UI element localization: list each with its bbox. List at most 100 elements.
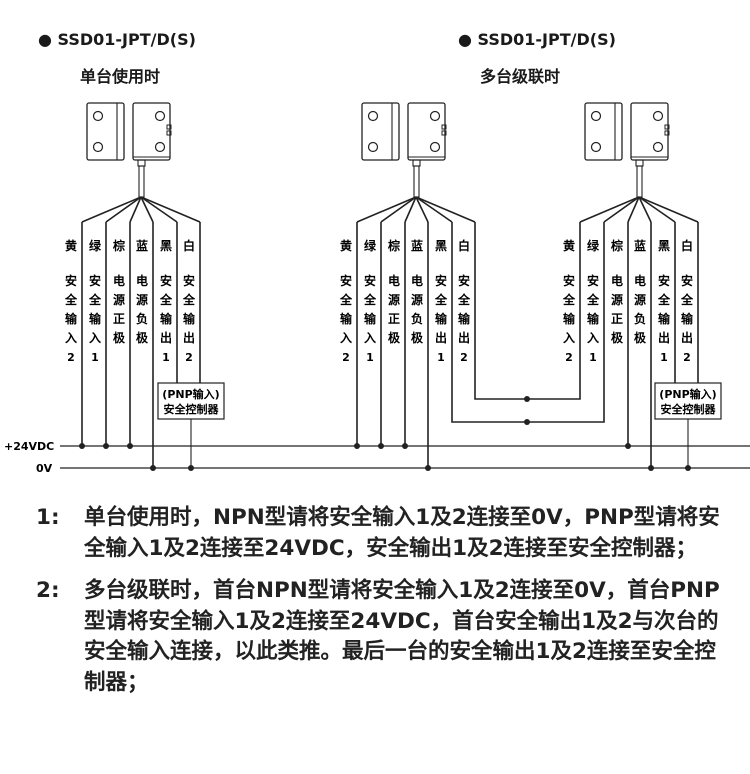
wire-function-label: 输 xyxy=(563,311,576,326)
junction-dot xyxy=(378,443,384,449)
wire-fan xyxy=(129,196,142,223)
screw-hole-icon xyxy=(429,110,441,122)
wire-function-label: 电 xyxy=(411,273,423,288)
junction-dot xyxy=(685,465,691,471)
wire-function-label: 安 xyxy=(183,273,195,288)
wire-function-label: 出 xyxy=(435,330,447,345)
wire-function-label: 输 xyxy=(658,311,671,326)
wire-function-label: 输 xyxy=(681,311,694,326)
wire-number-label: 1 xyxy=(660,351,668,364)
wire-function-label: 入 xyxy=(65,331,77,345)
wire-function-label: 输 xyxy=(435,311,448,326)
junction-dot xyxy=(625,443,631,449)
screw-hole-icon xyxy=(92,110,104,122)
wire-function-label: 全 xyxy=(88,292,102,307)
wire-function-label: 负 xyxy=(136,311,148,326)
wire-function-label: 安 xyxy=(89,273,101,288)
wire-function-label: 全 xyxy=(457,292,471,307)
wire-function-label: 电 xyxy=(611,273,623,288)
magnet-actuator xyxy=(361,102,400,161)
wire-function-label: 安 xyxy=(658,273,670,288)
wire-function-label: 极 xyxy=(113,330,126,345)
junction-dot xyxy=(425,465,431,471)
led-indicator xyxy=(664,124,670,130)
screw-hole-icon xyxy=(92,141,104,153)
junction-dot xyxy=(648,465,654,471)
wire-function-label: 全 xyxy=(64,292,78,307)
wire-color-label: 棕 xyxy=(112,238,125,253)
note-number: 1: xyxy=(36,505,60,530)
controller-label-line1: (PNP输入) xyxy=(162,387,219,401)
wire-function-label: 输 xyxy=(183,311,196,326)
screw-hole-icon xyxy=(652,110,664,122)
wire-fan xyxy=(415,196,476,223)
wire-color-label: 棕 xyxy=(387,238,400,253)
model-label: SSD01-JPT/D(S) xyxy=(477,30,616,49)
junction-dot xyxy=(524,396,530,402)
wire-fan xyxy=(81,196,142,223)
note-text: 多台级联时，首台NPN型请将安全输入1及2连接至0V，首台PNP型请将安全输入1… xyxy=(84,578,720,695)
wire-function-label: 极 xyxy=(611,330,624,345)
wire-number-label: 1 xyxy=(91,351,99,364)
junction-dot xyxy=(354,443,360,449)
wire-function-label: 源 xyxy=(136,292,148,307)
wire-color-label: 白 xyxy=(183,238,195,253)
led-indicator xyxy=(441,130,447,136)
wire-function-label: 输 xyxy=(340,311,353,326)
screw-hole-icon xyxy=(590,141,602,153)
cable-gland xyxy=(412,159,421,167)
wire-color-label: 黑 xyxy=(435,239,447,253)
junction-dot xyxy=(524,419,530,425)
wire-number-label: 2 xyxy=(67,351,75,364)
mode-label-single: 单台使用时 xyxy=(80,67,161,86)
wire-function-label: 出 xyxy=(458,330,470,345)
model-label: SSD01-JPT/D(S) xyxy=(57,30,196,49)
wire-color-label: 黑 xyxy=(160,239,172,253)
wire-function-label: 极 xyxy=(136,330,149,345)
wire-function-label: 输 xyxy=(458,311,471,326)
wire-function-label: 输 xyxy=(587,311,600,326)
wire-color-label: 黄 xyxy=(340,238,352,253)
wire-color-label: 蓝 xyxy=(411,238,423,253)
wire-function-label: 安 xyxy=(435,273,447,288)
note-text: 单台使用时，NPN型请将安全输入1及2连接至0V，PNP型请将安全输入1及2连接… xyxy=(84,505,720,561)
wire-function-label: 极 xyxy=(634,330,647,345)
sensor-body xyxy=(630,102,669,161)
wire-color-label: 黄 xyxy=(65,238,77,253)
wire-function-label: 正 xyxy=(388,312,400,326)
wire-function-label: 电 xyxy=(634,273,646,288)
wire-function-label: 出 xyxy=(681,330,693,345)
wire-function-label: 安 xyxy=(65,273,77,288)
bus-0v-label: 0V xyxy=(36,462,53,475)
cable-gland xyxy=(635,159,644,167)
wire-function-label: 安 xyxy=(458,273,470,288)
wire-fan xyxy=(140,196,201,223)
wire-function-label: 输 xyxy=(364,311,377,326)
led-indicator xyxy=(664,130,670,136)
screw-hole-icon xyxy=(367,141,379,153)
safety-controller-box xyxy=(157,382,225,420)
wire-color-label: 棕 xyxy=(610,238,623,253)
wire-fan xyxy=(579,196,640,223)
wire-color-label: 白 xyxy=(458,238,470,253)
circuit-svg: +24VDC0V黄安全输入2绿安全输入1棕电源正极蓝电源负极黑安全输出1白安全输… xyxy=(4,102,750,475)
wire-number-label: 2 xyxy=(565,351,573,364)
junction-dot xyxy=(150,465,156,471)
wire-color-label: 黑 xyxy=(658,239,670,253)
wire-fan xyxy=(380,196,417,223)
wire-function-label: 入 xyxy=(340,331,352,345)
wire-function-label: 源 xyxy=(113,292,125,307)
wire-color-label: 蓝 xyxy=(136,238,148,253)
wire-color-label: 绿 xyxy=(587,238,600,253)
wire-color-label: 黄 xyxy=(563,238,575,253)
cable xyxy=(636,165,643,198)
screw-hole-icon xyxy=(652,141,664,153)
junction-dot xyxy=(103,443,109,449)
wire-function-label: 安 xyxy=(340,273,352,288)
wire-number-label: 1 xyxy=(437,351,445,364)
wire-function-label: 入 xyxy=(364,331,376,345)
wire-color-label: 蓝 xyxy=(634,238,646,253)
wire-function-label: 电 xyxy=(388,273,400,288)
wire-function-label: 全 xyxy=(657,292,671,307)
wire-function-label: 入 xyxy=(587,331,599,345)
